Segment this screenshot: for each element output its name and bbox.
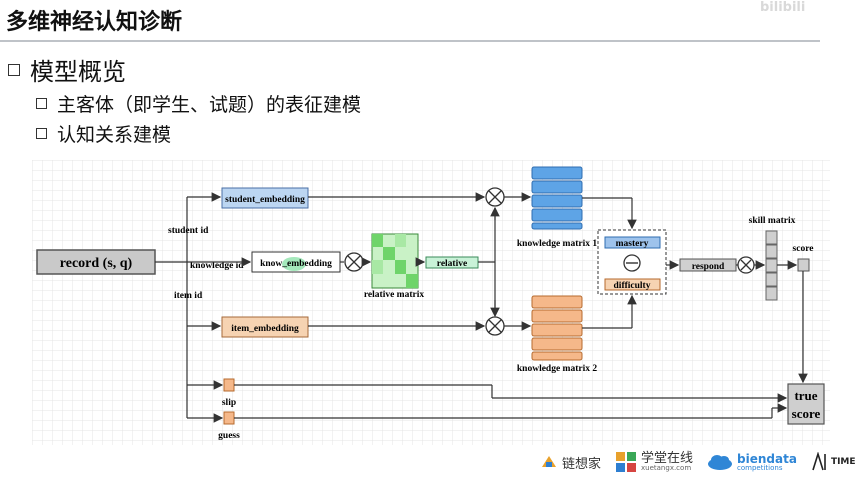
score-label: score	[793, 244, 814, 254]
slip-label: slip	[222, 398, 236, 408]
skill-cell	[765, 230, 778, 245]
matrix-row	[531, 180, 583, 194]
bullet-sub-1-text: 主客体（即学生、试题）的表征建模	[57, 94, 362, 116]
student-embedding-box	[221, 187, 309, 209]
guess-label: guess	[218, 431, 240, 441]
matrix-cell	[395, 234, 406, 247]
xuetang-text: 学堂在线	[641, 451, 694, 466]
grid-background	[32, 160, 830, 445]
skill-matrix	[765, 230, 778, 301]
matrix-row	[531, 194, 583, 208]
multiply-cross	[488, 319, 502, 333]
aitime-icon	[812, 452, 826, 471]
matrix-row	[531, 295, 583, 309]
matrix-row	[531, 166, 583, 180]
bullet-box-icon	[8, 63, 20, 76]
matrix-row	[531, 222, 583, 230]
multiply-cross	[347, 255, 361, 269]
knowledge-matrix-1-label: knowledge matrix 1	[517, 239, 597, 249]
knowledge-matrix-2-label: knowledge matrix 2	[517, 364, 597, 374]
mastery-box	[604, 236, 661, 249]
multiply-cross	[488, 190, 502, 204]
guess-box	[223, 411, 235, 425]
matrix-cell	[395, 260, 406, 274]
skill-cell	[765, 272, 778, 287]
student-id-label: student id	[168, 226, 209, 236]
matrix-row	[531, 323, 583, 337]
bullet-main: 模型概览	[8, 52, 126, 87]
logo-aitime: TIME	[811, 452, 856, 472]
slide-title: 多维神经认知诊断	[6, 10, 183, 35]
relative-matrix-label: relative matrix	[364, 290, 424, 300]
biendata-sub: competitions	[737, 463, 783, 472]
skill-cell	[765, 258, 778, 273]
item-embedding-label: item_embedding	[231, 324, 299, 334]
lianxiangjia-icon	[542, 456, 556, 467]
xuetang-icon	[616, 452, 637, 472]
bullet-sub-2-text: 认知关系建模	[57, 124, 172, 146]
matrix-row	[531, 351, 583, 361]
biendata-text: biendata	[737, 451, 797, 466]
title-divider	[0, 40, 820, 42]
bullet-main-text: 模型概览	[30, 58, 126, 86]
matrix-row	[531, 208, 583, 222]
true-score-label-2: score	[792, 406, 821, 421]
skill-cell	[765, 244, 778, 259]
true-score-box	[787, 383, 825, 425]
matrix-cell	[383, 247, 395, 260]
slip-box	[223, 378, 235, 392]
bullet-sub-1: 主客体（即学生、试题）的表征建模	[36, 90, 361, 117]
matrix-row	[531, 337, 583, 351]
multiply-cross	[740, 259, 752, 271]
bullet-box-icon	[36, 98, 47, 109]
bullet-sub-2: 认知关系建模	[36, 120, 171, 147]
record-label: record (s, q)	[60, 256, 133, 271]
sponsor-logos: 链想家 学堂在线 xuetangx.com biendata competiti…	[540, 447, 856, 477]
skill-matrix-label: skill matrix	[749, 216, 796, 226]
item-embedding-box	[221, 316, 309, 338]
skill-cell	[765, 286, 778, 301]
logo-biendata: biendata competitions	[707, 453, 797, 472]
watermark: bilibili	[760, 0, 806, 15]
true-score-label-1: true	[794, 388, 817, 403]
mastery-label: mastery	[616, 239, 649, 249]
model-diagram: record (s, q) student id knowledge id it…	[32, 160, 830, 445]
knowledge-id-label: knowledge id	[190, 261, 244, 271]
matrix-row	[531, 309, 583, 323]
relative-matrix	[371, 233, 419, 289]
difficulty-label: difficulty	[614, 281, 651, 291]
matrix-cell	[372, 260, 383, 274]
biendata-cloud-icon	[708, 455, 733, 470]
difficulty-box	[604, 278, 661, 291]
item-id-label: item id	[174, 291, 203, 301]
knowledge-matrix-1	[531, 166, 583, 230]
know-embedding-label: know_embedding	[260, 259, 332, 269]
knowledge-matrix-2	[531, 295, 583, 361]
respond-label: respond	[692, 262, 725, 272]
student-embedding-label: student_embedding	[225, 195, 305, 205]
score-box	[797, 258, 810, 272]
logo-xuetang: 学堂在线 xuetangx.com	[615, 451, 693, 473]
matrix-cell	[406, 274, 418, 288]
lianxiangjia-text: 链想家	[562, 456, 602, 472]
aitime-text: TIME	[830, 457, 856, 467]
relative-label: relative	[437, 259, 467, 269]
highlight-mark	[282, 257, 306, 271]
diagram-svg: record (s, q) student id knowledge id it…	[32, 160, 830, 445]
record-box	[36, 249, 156, 275]
matrix-cell	[372, 234, 383, 247]
xuetang-url: xuetangx.com	[641, 464, 692, 472]
bullet-box-icon	[36, 128, 47, 139]
logo-lianxiangjia: 链想家	[540, 453, 601, 472]
